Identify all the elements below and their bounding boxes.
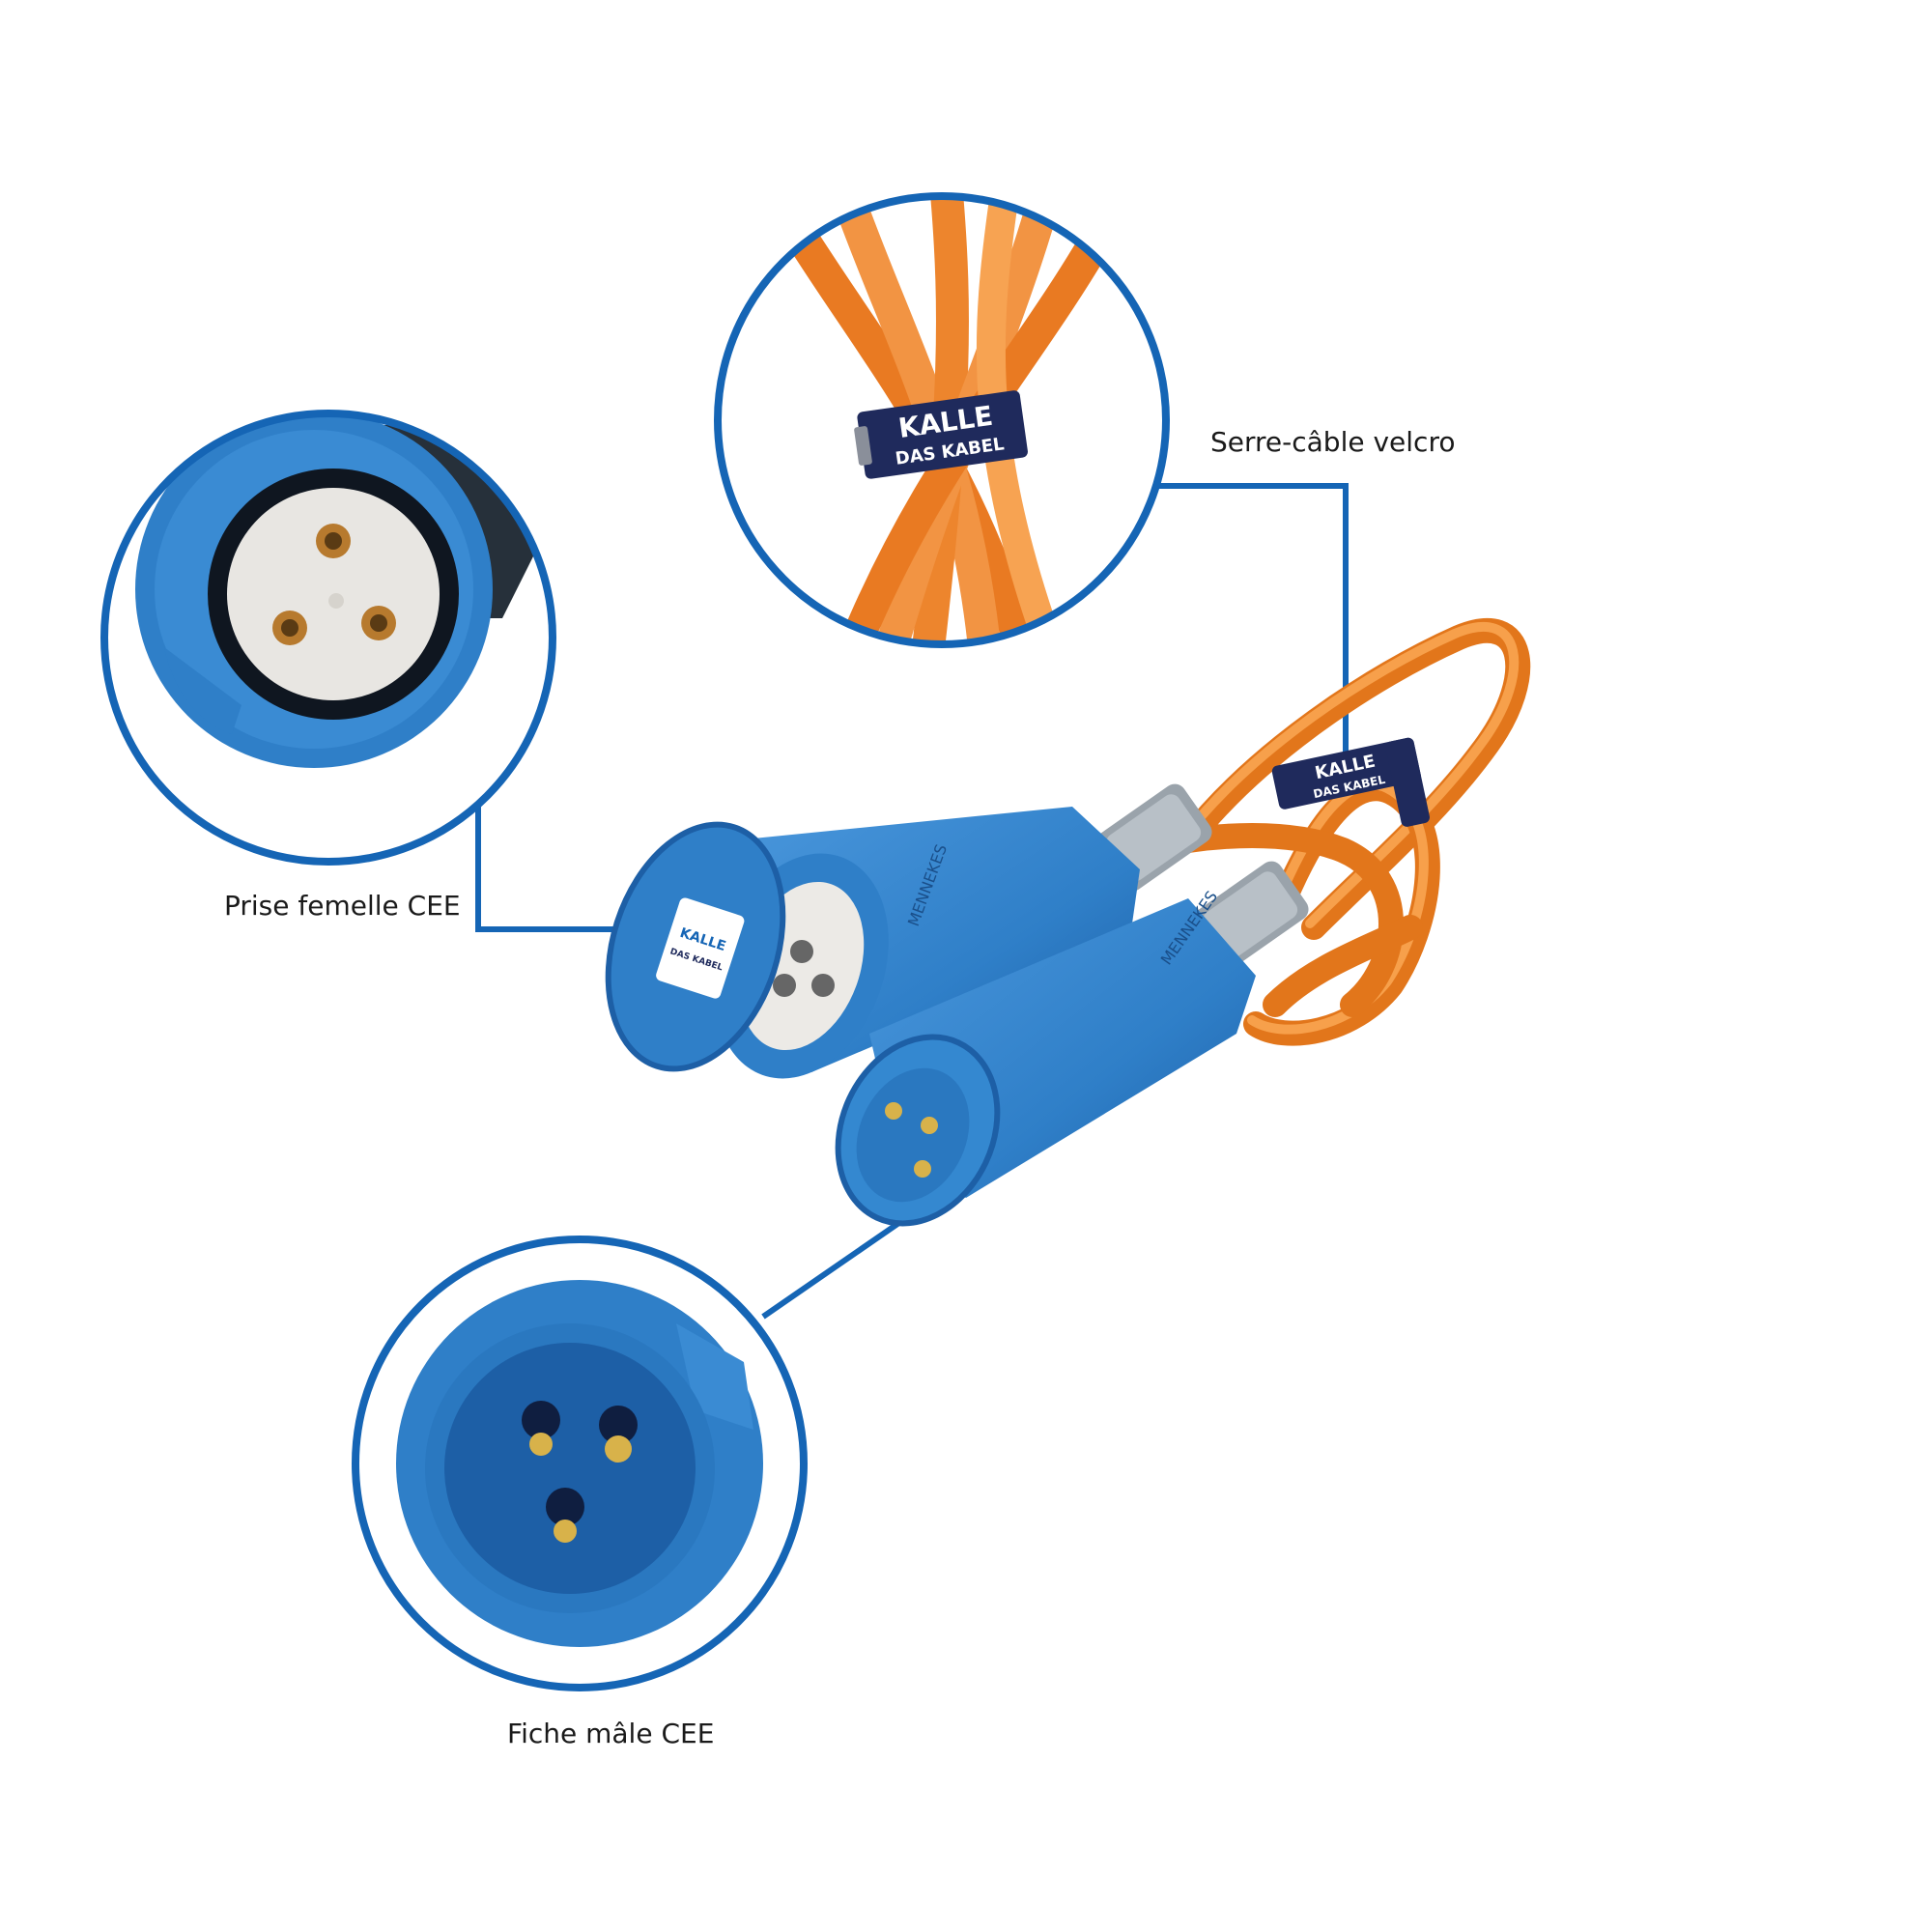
orange-cable-coil [1127, 618, 1531, 1046]
female-coupler: KALLE DAS KABEL MENNEKES [605, 807, 1140, 1079]
zoom-circle-female-socket [100, 410, 556, 866]
label-female-socket: Prise femelle CEE [224, 890, 461, 922]
zoom-circle-velcro: KALLE DAS KABEL [714, 192, 1170, 648]
zoom-circle-male-plug [352, 1236, 808, 1691]
callout-line-velcro [1157, 483, 1349, 763]
label-velcro-strap: Serre-câble velcro [1210, 426, 1456, 458]
velcro-strap: KALLE DAS KABEL [1271, 737, 1430, 827]
male-plug: MENNEKES [835, 888, 1256, 1227]
callout-line-female [475, 805, 676, 932]
female-coupler-lid: KALLE DAS KABEL [605, 821, 786, 1072]
label-male-plug: Fiche mâle CEE [507, 1718, 715, 1749]
